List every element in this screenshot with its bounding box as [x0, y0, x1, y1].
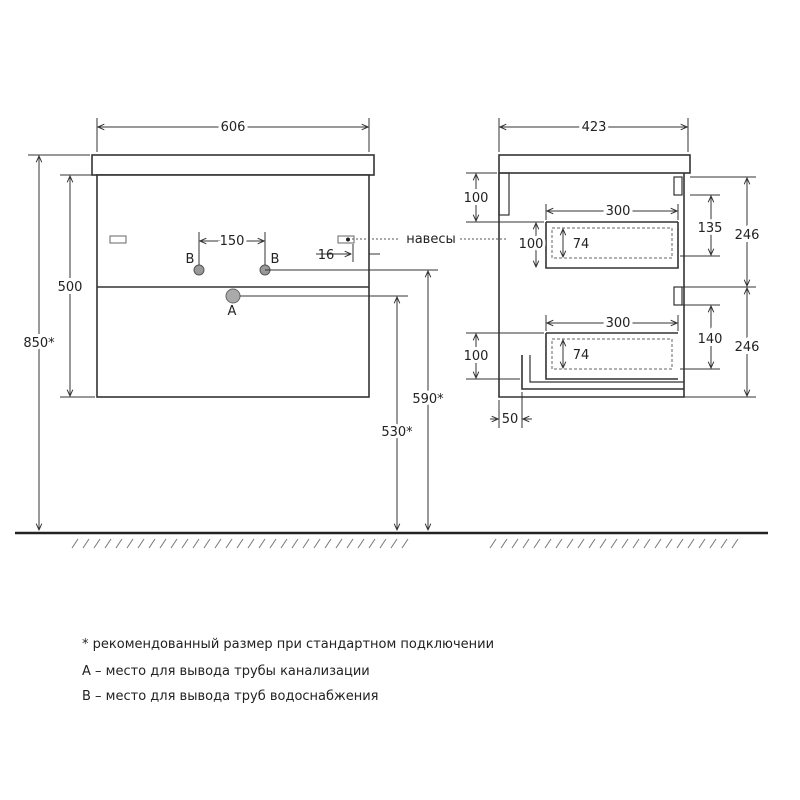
upper-drawer-inner-label: 74 — [573, 237, 590, 252]
floor-hatch — [687, 538, 695, 549]
front-view: 606 850* 500 150 B B A 16 навесы 590* — [20, 117, 508, 530]
floor-hatch — [632, 538, 640, 549]
upper-offset-label: 100 — [464, 191, 489, 206]
note-recommended-size: * рекомендованный размер при стандартном… — [82, 637, 495, 652]
floor-hatch — [401, 538, 409, 549]
water-pipe-point-left — [193, 264, 205, 276]
upper-drawer-height-label: 100 — [519, 237, 544, 252]
sewer-pipe-height-label: 530* — [381, 425, 413, 440]
side-countertop — [498, 154, 691, 174]
floor-hatch — [192, 538, 200, 549]
floor-hatch — [676, 538, 684, 549]
floor-hatch — [720, 538, 728, 549]
floor-hatch — [544, 538, 552, 549]
side-cabinet-body — [498, 173, 685, 398]
floor-hatch — [280, 538, 288, 549]
floor-hatch — [214, 538, 222, 549]
floor-hatch — [489, 538, 497, 549]
front-cabinet-body — [96, 174, 370, 398]
upper-drawer-depth-label: 300 — [606, 204, 631, 219]
width-dimension-label: 606 — [221, 120, 246, 135]
floor-hatch — [698, 538, 706, 549]
floor-hatch — [654, 538, 662, 549]
note-point-a: A – место для вывода трубы канализации — [82, 664, 370, 679]
floor-hatch — [82, 538, 90, 549]
floor-hatch — [104, 538, 112, 549]
floor-hatch — [148, 538, 156, 549]
floor-hatch — [577, 538, 585, 549]
floor-hatch — [346, 538, 354, 549]
total-height-dimension-label: 850* — [23, 336, 55, 351]
lower-drawer-depth-label: 300 — [606, 316, 631, 331]
floor-hatch — [390, 538, 398, 549]
floor-hatch — [511, 538, 519, 549]
floor-hatch — [610, 538, 618, 549]
hinges-label: навесы — [406, 232, 456, 247]
lower-section-label: 246 — [735, 340, 760, 355]
depth-dimension-label: 423 — [582, 120, 607, 135]
sewer-pipe-label: A — [228, 304, 237, 319]
body-height-dimension-label: 500 — [58, 280, 83, 295]
floor-hatch — [709, 538, 717, 549]
lower-back-height-label: 140 — [698, 332, 723, 347]
floor-hatch — [555, 538, 563, 549]
water-pipe-label-right: B — [271, 252, 280, 267]
lower-drawer-inner-label: 74 — [573, 348, 590, 363]
front-countertop — [91, 154, 375, 176]
pipe-spacing-dimension-label: 150 — [220, 234, 245, 249]
toe-depth-label: 50 — [502, 412, 519, 427]
left-hinge-marker — [109, 235, 127, 244]
floor-hatch — [368, 538, 376, 549]
hinge-offset-label: 16 — [318, 248, 335, 263]
floor-hatch — [379, 538, 387, 549]
floor-hatch — [71, 538, 79, 549]
floor — [15, 531, 768, 549]
floor-hatch — [324, 538, 332, 549]
floor-hatch — [643, 538, 651, 549]
floor-hatch — [566, 538, 574, 549]
lower-drawer — [545, 333, 678, 380]
floor-hatch — [500, 538, 508, 549]
floor-hatch — [533, 538, 541, 549]
floor-hatch — [621, 538, 629, 549]
floor-hatch — [599, 538, 607, 549]
floor-hatch — [258, 538, 266, 549]
floor-hatch — [137, 538, 145, 549]
floor-hatch — [731, 538, 739, 549]
note-point-b: B – место для вывода труб водоснабжения — [82, 689, 379, 704]
floor-hatch — [93, 538, 101, 549]
floor-hatch — [313, 538, 321, 549]
floor-hatch — [115, 538, 123, 549]
upper-drawer — [545, 222, 679, 269]
water-pipe-height-label: 590* — [412, 392, 444, 407]
floor-hatch — [247, 538, 255, 549]
floor-hatch — [335, 538, 343, 549]
floor-hatch — [665, 538, 673, 549]
floor-hatch — [225, 538, 233, 549]
upper-back-height-label: 135 — [698, 221, 723, 236]
sewer-pipe-point — [225, 288, 241, 304]
lower-offset-label: 100 — [464, 349, 489, 364]
floor-hatch — [159, 538, 167, 549]
floor-hatch — [291, 538, 299, 549]
floor-hatch — [302, 538, 310, 549]
upper-section-label: 246 — [735, 228, 760, 243]
floor-hatch — [181, 538, 189, 549]
floor-hatch — [236, 538, 244, 549]
floor-hatch — [588, 538, 596, 549]
floor-hatch — [203, 538, 211, 549]
floor-hatch — [126, 538, 134, 549]
floor-hatch — [357, 538, 365, 549]
floor-hatch — [522, 538, 530, 549]
floor-hatch — [269, 538, 277, 549]
side-view: 423 100 300 100 74 135 246 300 — [461, 117, 763, 430]
water-pipe-label-left: B — [186, 252, 195, 267]
floor-hatch — [170, 538, 178, 549]
